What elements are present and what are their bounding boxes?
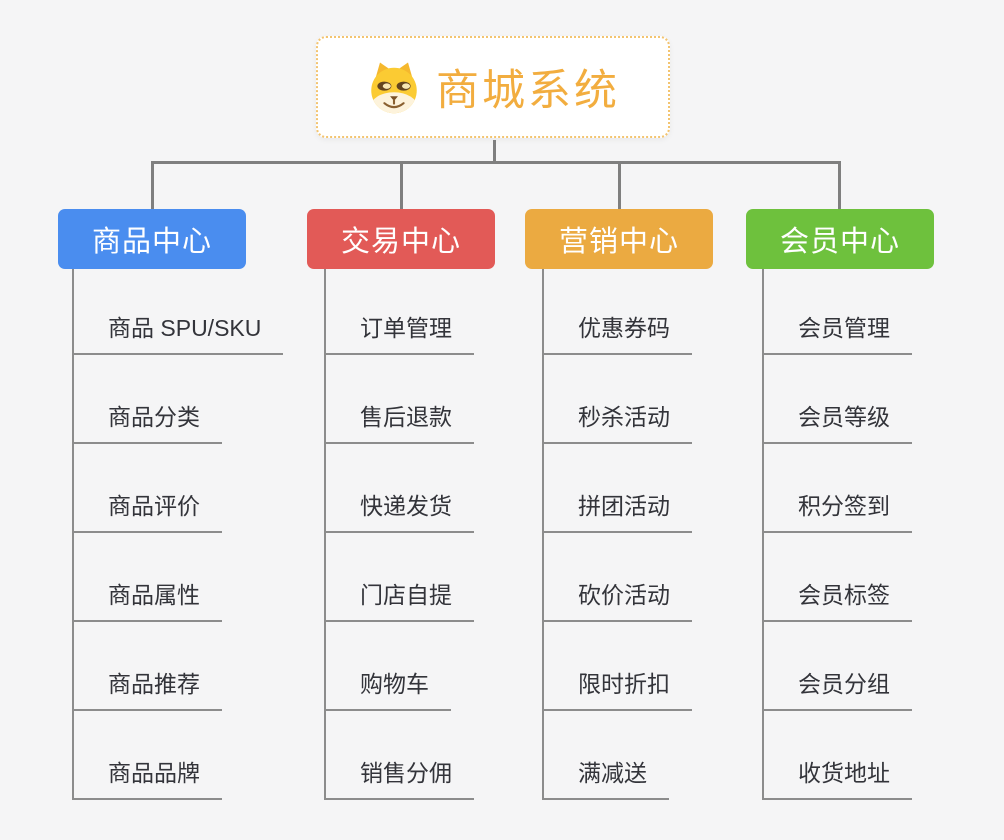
leaf-node[interactable]: 收货地址 bbox=[764, 756, 912, 800]
leaf-node[interactable]: 门店自提 bbox=[326, 578, 474, 622]
leaf-node[interactable]: 商品属性 bbox=[74, 578, 222, 622]
connector-drop-4 bbox=[838, 161, 841, 209]
branch-label: 商品中心 bbox=[91, 226, 212, 258]
leaf-node[interactable]: 会员标签 bbox=[764, 578, 912, 622]
branch-label: 会员中心 bbox=[779, 226, 900, 258]
leaf-node[interactable]: 商品分类 bbox=[74, 400, 222, 444]
connector-drop-2 bbox=[400, 161, 403, 209]
leaf-node[interactable]: 购物车 bbox=[326, 667, 451, 711]
leaf-node[interactable]: 秒杀活动 bbox=[544, 400, 692, 444]
branch-header-trade[interactable]: 交易中心 bbox=[307, 209, 495, 269]
leaf-node[interactable]: 砍价活动 bbox=[544, 578, 692, 622]
branch-header-product[interactable]: 商品中心 bbox=[58, 209, 246, 269]
connector-drop-1 bbox=[151, 161, 154, 209]
leaf-node[interactable]: 销售分佣 bbox=[326, 756, 474, 800]
branch-column-marketing: 优惠券码 秒杀活动 拼团活动 砍价活动 限时折扣 满减送 bbox=[542, 269, 692, 800]
leaf-node[interactable]: 会员管理 bbox=[764, 311, 912, 355]
dog-face-icon bbox=[366, 59, 422, 115]
branch-column-trade: 订单管理 售后退款 快递发货 门店自提 购物车 销售分佣 bbox=[324, 269, 474, 800]
leaf-node[interactable]: 积分签到 bbox=[764, 489, 912, 533]
leaf-node[interactable]: 优惠券码 bbox=[544, 311, 692, 355]
root-title: 商城系统 bbox=[436, 67, 620, 115]
leaf-node[interactable]: 商品 SPU/SKU bbox=[74, 311, 284, 355]
branch-header-member[interactable]: 会员中心 bbox=[746, 209, 934, 269]
leaf-node[interactable]: 商品评价 bbox=[74, 489, 222, 533]
root-node[interactable]: 商城系统 bbox=[316, 36, 670, 138]
branch-column-member: 会员管理 会员等级 积分签到 会员标签 会员分组 收货地址 bbox=[762, 269, 912, 800]
connector-drop-3 bbox=[618, 161, 621, 209]
branch-label: 交易中心 bbox=[340, 226, 461, 258]
leaf-node[interactable]: 拼团活动 bbox=[544, 489, 692, 533]
leaf-node[interactable]: 满减送 bbox=[544, 756, 669, 800]
branch-column-product: 商品 SPU/SKU 商品分类 商品评价 商品属性 商品推荐 商品品牌 bbox=[72, 269, 284, 800]
leaf-node[interactable]: 快递发货 bbox=[326, 489, 474, 533]
leaf-node[interactable]: 会员等级 bbox=[764, 400, 912, 444]
branch-label: 营销中心 bbox=[558, 226, 679, 258]
connector-stem bbox=[493, 140, 496, 163]
leaf-node[interactable]: 订单管理 bbox=[326, 311, 474, 355]
leaf-node[interactable]: 售后退款 bbox=[326, 400, 474, 444]
leaf-node[interactable]: 商品推荐 bbox=[74, 667, 222, 711]
branch-header-marketing[interactable]: 营销中心 bbox=[525, 209, 713, 269]
connector-bar bbox=[151, 161, 841, 164]
leaf-node[interactable]: 限时折扣 bbox=[544, 667, 692, 711]
leaf-node[interactable]: 商品品牌 bbox=[74, 756, 222, 800]
leaf-node[interactable]: 会员分组 bbox=[764, 667, 912, 711]
